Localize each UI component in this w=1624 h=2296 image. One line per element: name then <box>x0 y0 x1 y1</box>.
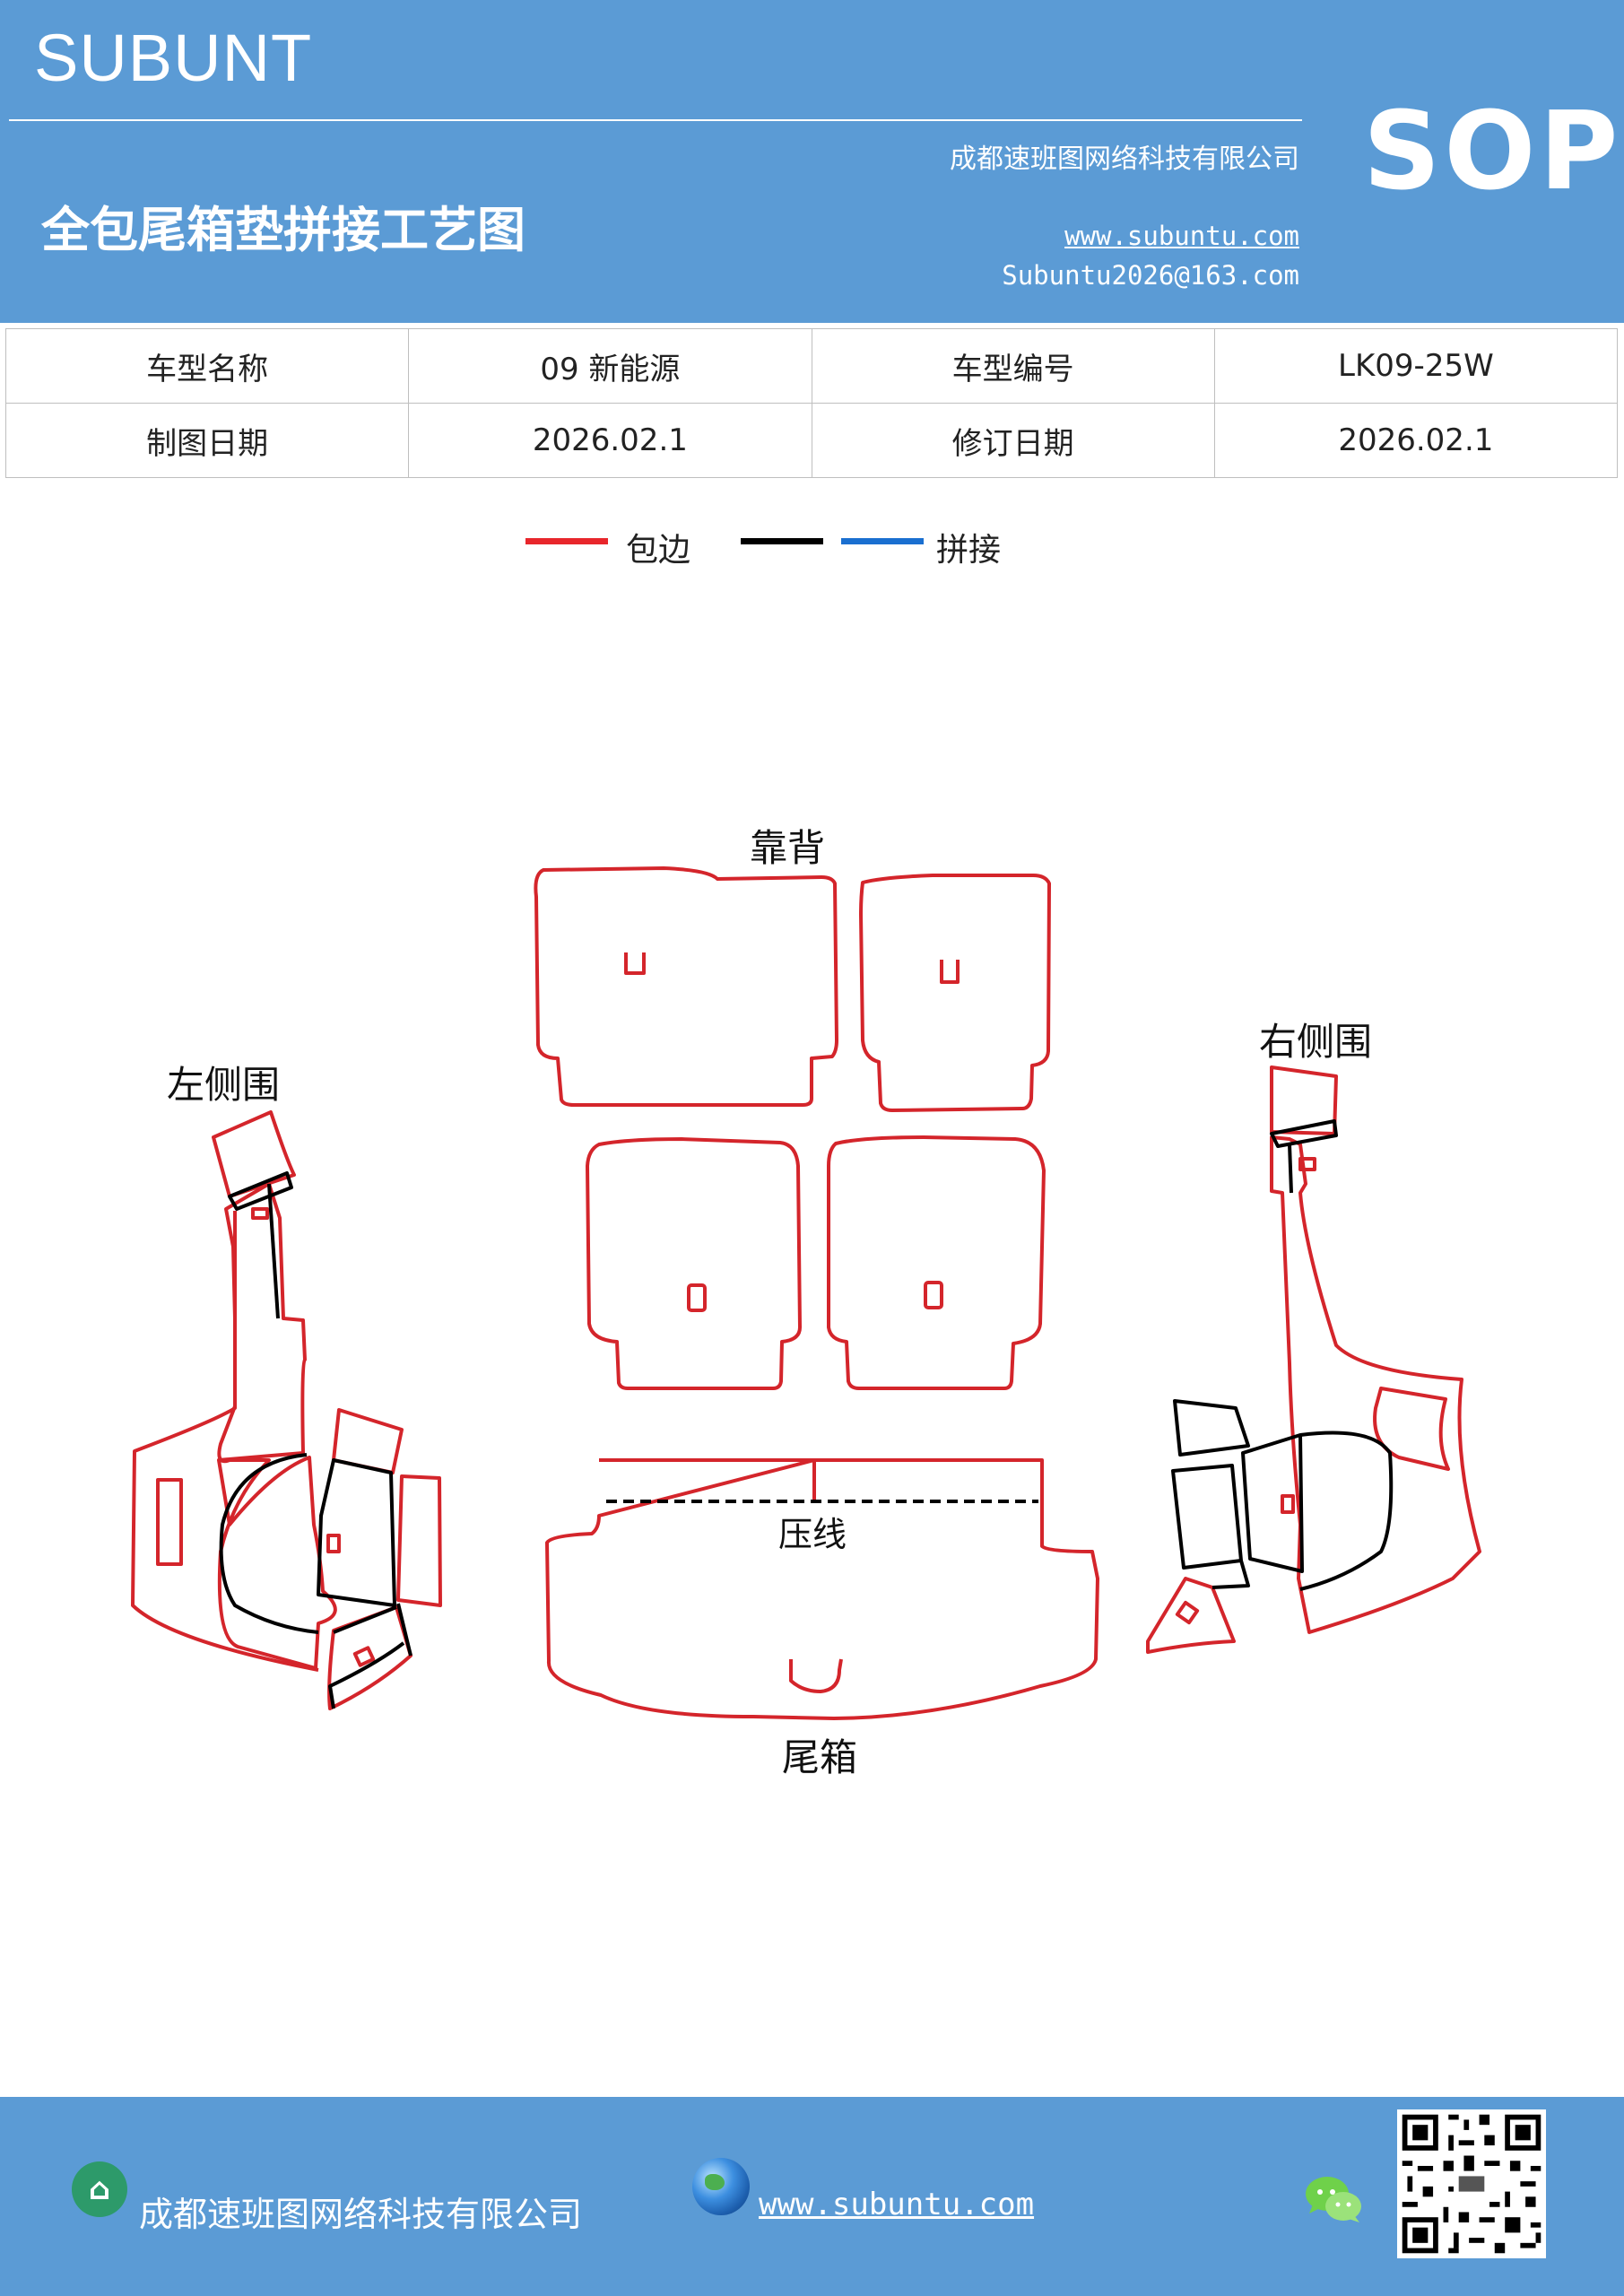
left-side-foot <box>327 1605 413 1710</box>
table-cell: LK09-25W <box>1213 328 1619 404</box>
building-icon: ⌂ <box>72 2161 127 2217</box>
splice-diagram: 靠背 左侧围 右侧围 压线 尾箱 <box>0 789 1624 1812</box>
left-side-top-tab <box>212 1110 296 1198</box>
legend-label-edging: 包边 <box>626 532 691 569</box>
backrest-slot <box>687 1283 707 1312</box>
left-side-body <box>131 1211 319 1672</box>
left-side-slot <box>352 1646 376 1667</box>
edging-lines <box>131 866 1481 1720</box>
backrest-notch <box>940 960 960 984</box>
label-press-line: 压线 <box>778 1515 847 1554</box>
company-name: 成都速班图网络科技有限公司 <box>950 144 1299 175</box>
legend-swatch-splice <box>841 538 924 544</box>
left-side-vent <box>156 1478 183 1566</box>
table-cell: 2026.02.1 <box>1213 403 1619 478</box>
table-cell: 2026.02.1 <box>408 403 812 478</box>
right-side-slot <box>1175 1600 1200 1625</box>
legend-swatch-edging <box>525 538 608 544</box>
label-left-side: 左侧围 <box>167 1063 281 1107</box>
footer-website-link[interactable]: www.subuntu.com <box>759 2187 1035 2222</box>
vehicle-info-table: 车型名称 09 新能源 车型编号 LK09-25W 制图日期 2026.02.1… <box>4 328 1619 478</box>
table-cell: 制图日期 <box>4 403 410 478</box>
right-side-panel <box>1270 1135 1481 1634</box>
sop-badge: SOP <box>1363 90 1622 214</box>
label-trunk: 尾箱 <box>782 1735 858 1779</box>
backrest-panel-top-left <box>534 866 838 1107</box>
left-side-small <box>396 1474 442 1607</box>
qr-code[interactable] <box>1397 2109 1546 2258</box>
backrest-slot <box>924 1281 943 1309</box>
right-side-foot <box>1146 1577 1236 1654</box>
backrest-panel-mid-left <box>586 1137 802 1390</box>
trunk-panel <box>545 1458 1099 1720</box>
footer-company-name: 成都速班图网络科技有限公司 <box>139 2195 583 2234</box>
trunk-handle-notch <box>789 1658 843 1693</box>
right-side-slot <box>1298 1157 1316 1171</box>
backrest-panel-top-right <box>859 874 1051 1112</box>
table-cell: 车型编号 <box>811 328 1215 404</box>
header-divider <box>9 119 1302 121</box>
right-side-slot <box>1281 1494 1295 1514</box>
wechat-icon <box>1306 2177 1361 2222</box>
diagram-svg <box>131 866 1481 1720</box>
legend: 包边 拼接 <box>0 527 1624 572</box>
label-right-side: 右侧围 <box>1259 1020 1373 1064</box>
globe-icon <box>692 2158 750 2215</box>
document-title: 全包尾箱垫拼接工艺图 <box>41 202 525 258</box>
table-cell: 09 新能源 <box>408 328 812 404</box>
left-side-slot <box>251 1207 269 1220</box>
table-row: 制图日期 2026.02.1 修订日期 2026.02.1 <box>4 403 1619 478</box>
footer-banner: ⌂ 成都速班图网络科技有限公司 www.subuntu.com <box>0 2097 1624 2296</box>
right-side-window <box>1373 1387 1450 1471</box>
legend-swatch-black <box>741 538 823 544</box>
email-address: Subuntu2026@163.com <box>1002 260 1299 291</box>
table-cell: 修订日期 <box>811 403 1215 478</box>
brand-logo-text: SUBUNT <box>34 21 313 95</box>
backrest-notch <box>624 952 646 975</box>
table-cell: 车型名称 <box>4 328 410 404</box>
legend-label-splice: 拼接 <box>936 532 1002 569</box>
left-side-panel <box>217 1182 337 1670</box>
table-row: 车型名称 09 新能源 车型编号 LK09-25W <box>4 328 1619 404</box>
black-seam-lines <box>219 1119 1394 1709</box>
header-banner: SUBUNT SOP 全包尾箱垫拼接工艺图 成都速班图网络科技有限公司 www.… <box>0 0 1624 323</box>
website-link[interactable]: www.subuntu.com <box>1064 221 1299 251</box>
backrest-panel-mid-right <box>827 1135 1046 1390</box>
label-backrest: 靠背 <box>750 826 826 870</box>
left-side-slot <box>326 1534 341 1553</box>
